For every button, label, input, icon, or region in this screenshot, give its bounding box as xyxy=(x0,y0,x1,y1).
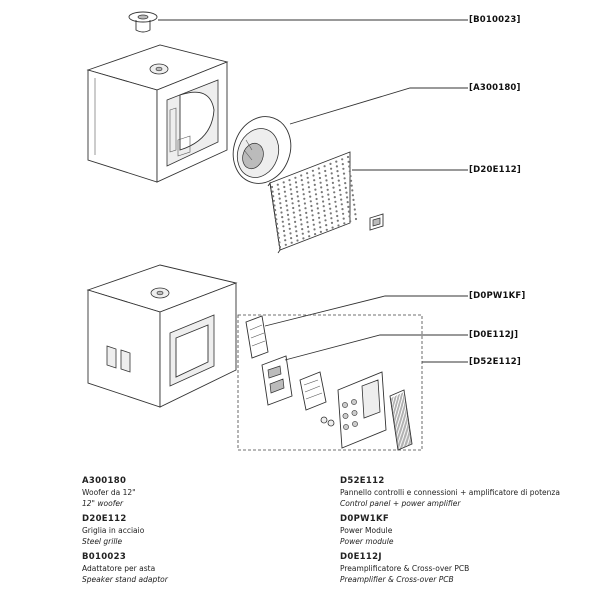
callout-d0e112j: [D0E112J] xyxy=(469,330,519,340)
part-name-english: Speaker stand adaptor xyxy=(82,575,168,584)
parts-legend-left: A300180 Woofer da 12" 12" woofer D20E112… xyxy=(82,476,342,590)
amplifier-group-dashed-frame xyxy=(237,314,423,451)
part-name-english: Preamplifier & Cross-over PCB xyxy=(340,575,454,584)
part-name-english: Steel grille xyxy=(82,537,123,546)
stand-adaptor-part xyxy=(128,11,158,33)
legend-entry: D0PW1KF Power Module Power module xyxy=(340,514,600,547)
leader-lines xyxy=(158,19,468,363)
power-module-part xyxy=(245,315,269,359)
parts-legend-right: D52E112 Pannello controlli e connessioni… xyxy=(340,476,600,590)
upper-cabinet xyxy=(86,44,229,183)
part-name-italian: Adattatore per asta xyxy=(82,564,156,573)
legend-entry: D20E112 Griglia in acciaio Steel grille xyxy=(82,514,342,547)
part-name-italian: Woofer da 12" xyxy=(82,488,136,497)
exploded-view-diagram xyxy=(86,11,468,451)
connector-parts xyxy=(320,416,335,427)
part-code: A300180 xyxy=(82,476,127,486)
preamp-pcb-part xyxy=(261,355,293,406)
part-name-english: Control panel + power amplifier xyxy=(340,499,461,508)
lower-cabinet xyxy=(86,264,238,408)
legend-entry: A300180 Woofer da 12" 12" woofer xyxy=(82,476,342,509)
callout-d0pw1kf: [D0PW1KF] xyxy=(469,291,526,301)
legend-entry: D0E112J Preamplificatore & Cross-over PC… xyxy=(340,552,600,585)
part-code: D0E112J xyxy=(340,552,382,562)
woofer-part xyxy=(232,116,292,184)
callout-d52e112: [D52E112] xyxy=(469,357,522,367)
callout-b010023: [B010023] xyxy=(469,15,521,25)
part-name-italian: Preamplificatore & Cross-over PCB xyxy=(340,564,470,573)
part-name-english: Power module xyxy=(340,537,394,546)
callout-d20e112: [D20E112] xyxy=(469,165,522,175)
part-code: D52E112 xyxy=(340,476,385,486)
part-name-italian: Power Module xyxy=(340,526,393,535)
heatsink-part xyxy=(389,389,413,451)
part-code: B010023 xyxy=(82,552,127,562)
connector-plate-part xyxy=(369,213,384,231)
legend-entry: D52E112 Pannello controlli e connessioni… xyxy=(340,476,600,509)
steel-grille-part xyxy=(267,151,358,254)
legend-entry: B010023 Adattatore per asta Speaker stan… xyxy=(82,552,342,585)
part-code: D20E112 xyxy=(82,514,127,524)
control-panel-part xyxy=(337,371,387,449)
part-name-italian: Griglia in acciaio xyxy=(82,526,145,535)
part-name-italian: Pannello controlli e connessioni + ampli… xyxy=(340,488,560,497)
callout-a300180: [A300180] xyxy=(469,83,521,93)
part-code: D0PW1KF xyxy=(340,514,389,524)
amp-block-part xyxy=(299,371,327,411)
part-name-english: 12" woofer xyxy=(82,499,124,508)
